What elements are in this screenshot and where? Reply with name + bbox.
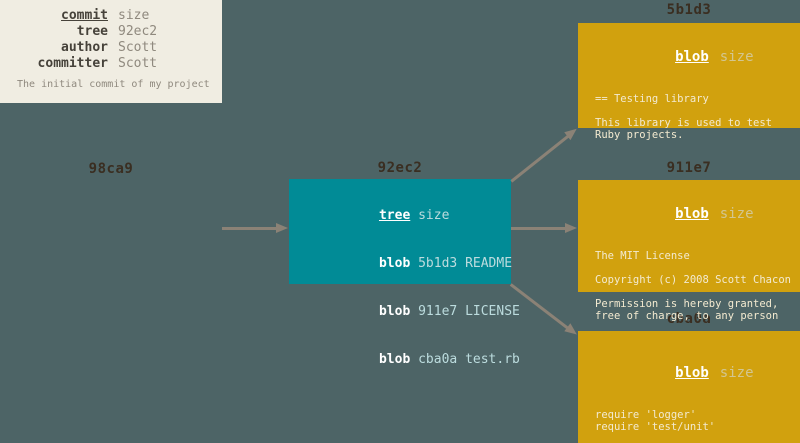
tree-entry-header: tree size [378,208,450,223]
arrow-commit-to-tree [222,222,288,234]
blob-content-readme: == Testing library This library is used … [595,93,773,141]
blob-hash-label-5b1d3: 5b1d3 [666,2,712,18]
arrow-shaft [510,133,571,183]
blob-content-license: The MIT License Copyright (c) 2008 Scott… [595,250,791,322]
blob-hash-label-911e7: 911e7 [666,160,712,176]
blob-hash-label-cba0a: cba0a [666,311,712,327]
tree-entry-readme: blob 5b1d3 README [378,256,513,271]
tree-object-box: tree size blob 5b1d3 README blob 911e7 L… [289,179,520,367]
blob-content-testrb: require 'logger' require 'test/unit' cla… [595,409,716,433]
commit-hash-label: 98ca9 [88,161,134,177]
tree-hash-label: 92ec2 [377,160,423,176]
tree-entry-license: blob 911e7 LICENSE [378,304,520,319]
arrowhead-icon [565,223,577,233]
commit-message: The initial commit of my project [17,79,210,90]
arrow-shaft [511,226,568,230]
arrow-tree-to-blob-license [511,222,577,234]
arrow-shaft [222,226,279,230]
tree-entry-testrb: blob cba0a test.rb [378,352,520,367]
arrow-tree-to-blob-readme [507,124,580,186]
arrowhead-icon [276,223,288,233]
